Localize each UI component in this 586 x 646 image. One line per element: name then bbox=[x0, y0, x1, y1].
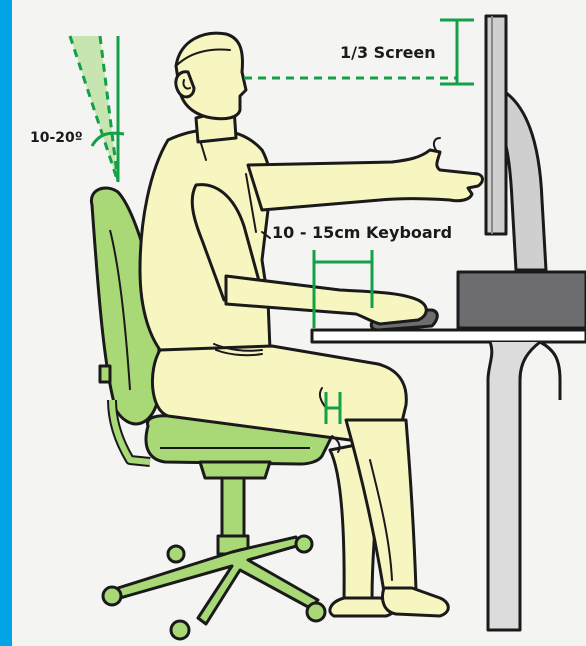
desk-leg bbox=[488, 342, 540, 630]
castor bbox=[296, 536, 312, 552]
back-angle-label: 10-20º bbox=[30, 130, 83, 146]
desk-top bbox=[312, 330, 586, 342]
castor bbox=[168, 546, 184, 562]
desk-leg-front bbox=[540, 342, 560, 400]
chair-column bbox=[222, 478, 244, 536]
person-outstretched-arm bbox=[248, 150, 483, 210]
monitor-screen bbox=[486, 16, 506, 234]
monitor bbox=[486, 16, 546, 270]
monitor-base bbox=[458, 272, 586, 328]
screen-height-label: 1/3 Screen bbox=[340, 43, 436, 62]
castor bbox=[307, 603, 325, 621]
side-bar bbox=[0, 0, 12, 646]
castor bbox=[171, 621, 189, 639]
keyboard-distance-label: 10 - 15cm Keyboard bbox=[272, 223, 452, 242]
castor bbox=[103, 587, 121, 605]
screen-bracket bbox=[440, 20, 474, 84]
chair-seat-base bbox=[200, 462, 270, 478]
front-shoe bbox=[383, 588, 449, 616]
